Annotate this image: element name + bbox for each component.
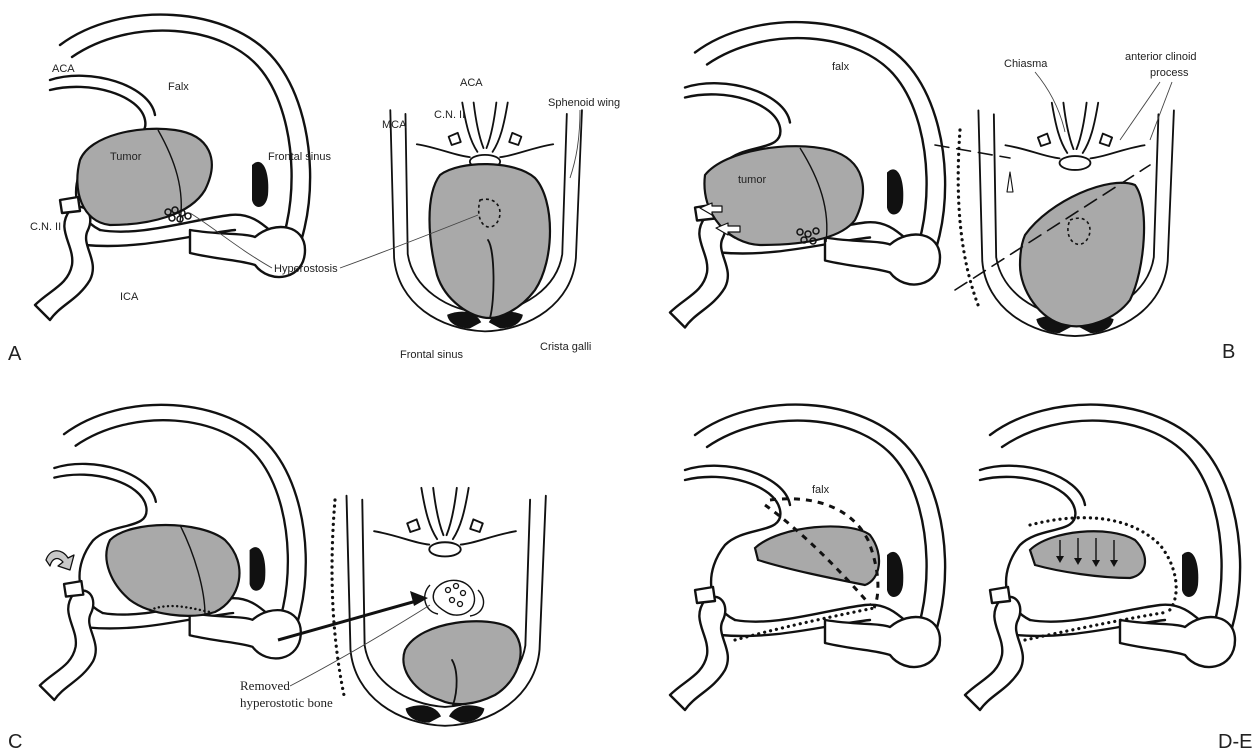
label-b-falx: falx <box>832 61 850 73</box>
panel-c-axial-tumor <box>403 621 520 704</box>
label-a-hyperostosis: Hyperostosis <box>274 263 338 275</box>
panel-a: ACA Falx Tumor Frontal sinus C.N. II ICA… <box>8 15 620 365</box>
panel-letter-b: B <box>1222 341 1235 363</box>
label-b-anterior-clinoid: anterior clinoid <box>1125 51 1197 63</box>
label-a-frontal-sinus-axial: Frontal sinus <box>400 349 463 361</box>
panel-a-axial-tumor <box>430 164 551 318</box>
label-c-removed-line2: hyperostotic bone <box>240 695 333 710</box>
panel-c: Removed hyperostotic bone C <box>8 405 546 753</box>
label-a-falx: Falx <box>168 81 189 93</box>
panel-a-sagittal-tumor <box>77 129 211 225</box>
label-a-frontal-sinus-sag: Frontal sinus <box>268 151 331 163</box>
label-a-sphenoid-wing: Sphenoid wing <box>548 97 620 109</box>
label-a-crista-galli: Crista galli <box>540 341 591 353</box>
panel-a-sagittal-hyperostosis <box>165 207 191 222</box>
panel-d-sagittal-tumor <box>755 526 879 585</box>
label-b-chiasma: Chiasma <box>1004 58 1048 70</box>
panel-c-sagittal-tumor <box>106 525 239 616</box>
label-a-aca-axial: ACA <box>460 77 483 89</box>
panel-b-axial-tumor <box>1020 183 1144 326</box>
panel-e: D-E <box>965 405 1252 753</box>
label-a-cn2-axial: C.N. II <box>434 109 465 121</box>
label-b-process: process <box>1150 67 1189 79</box>
panel-d: falx <box>670 405 945 710</box>
label-a-tumor: Tumor <box>110 151 142 163</box>
panel-c-removed-bone-cluster <box>425 580 484 616</box>
label-c-removed-line1: Removed <box>240 678 290 693</box>
label-b-tumor: tumor <box>738 174 766 186</box>
label-a-mca: MCA <box>382 119 407 131</box>
label-d-falx: falx <box>812 484 830 496</box>
label-a-cn2-sag: C.N. II <box>30 221 61 233</box>
panel-letter-de: D-E <box>1218 731 1252 753</box>
label-a-aca: ACA <box>52 63 75 75</box>
label-a-ica: ICA <box>120 291 139 303</box>
panel-letter-c: C <box>8 731 22 753</box>
panel-b: falx tumor Chiasma anterior clinoid proc… <box>670 22 1235 363</box>
panel-letter-a: A <box>8 343 22 365</box>
panel-e-sagittal-tumor <box>1030 531 1145 578</box>
